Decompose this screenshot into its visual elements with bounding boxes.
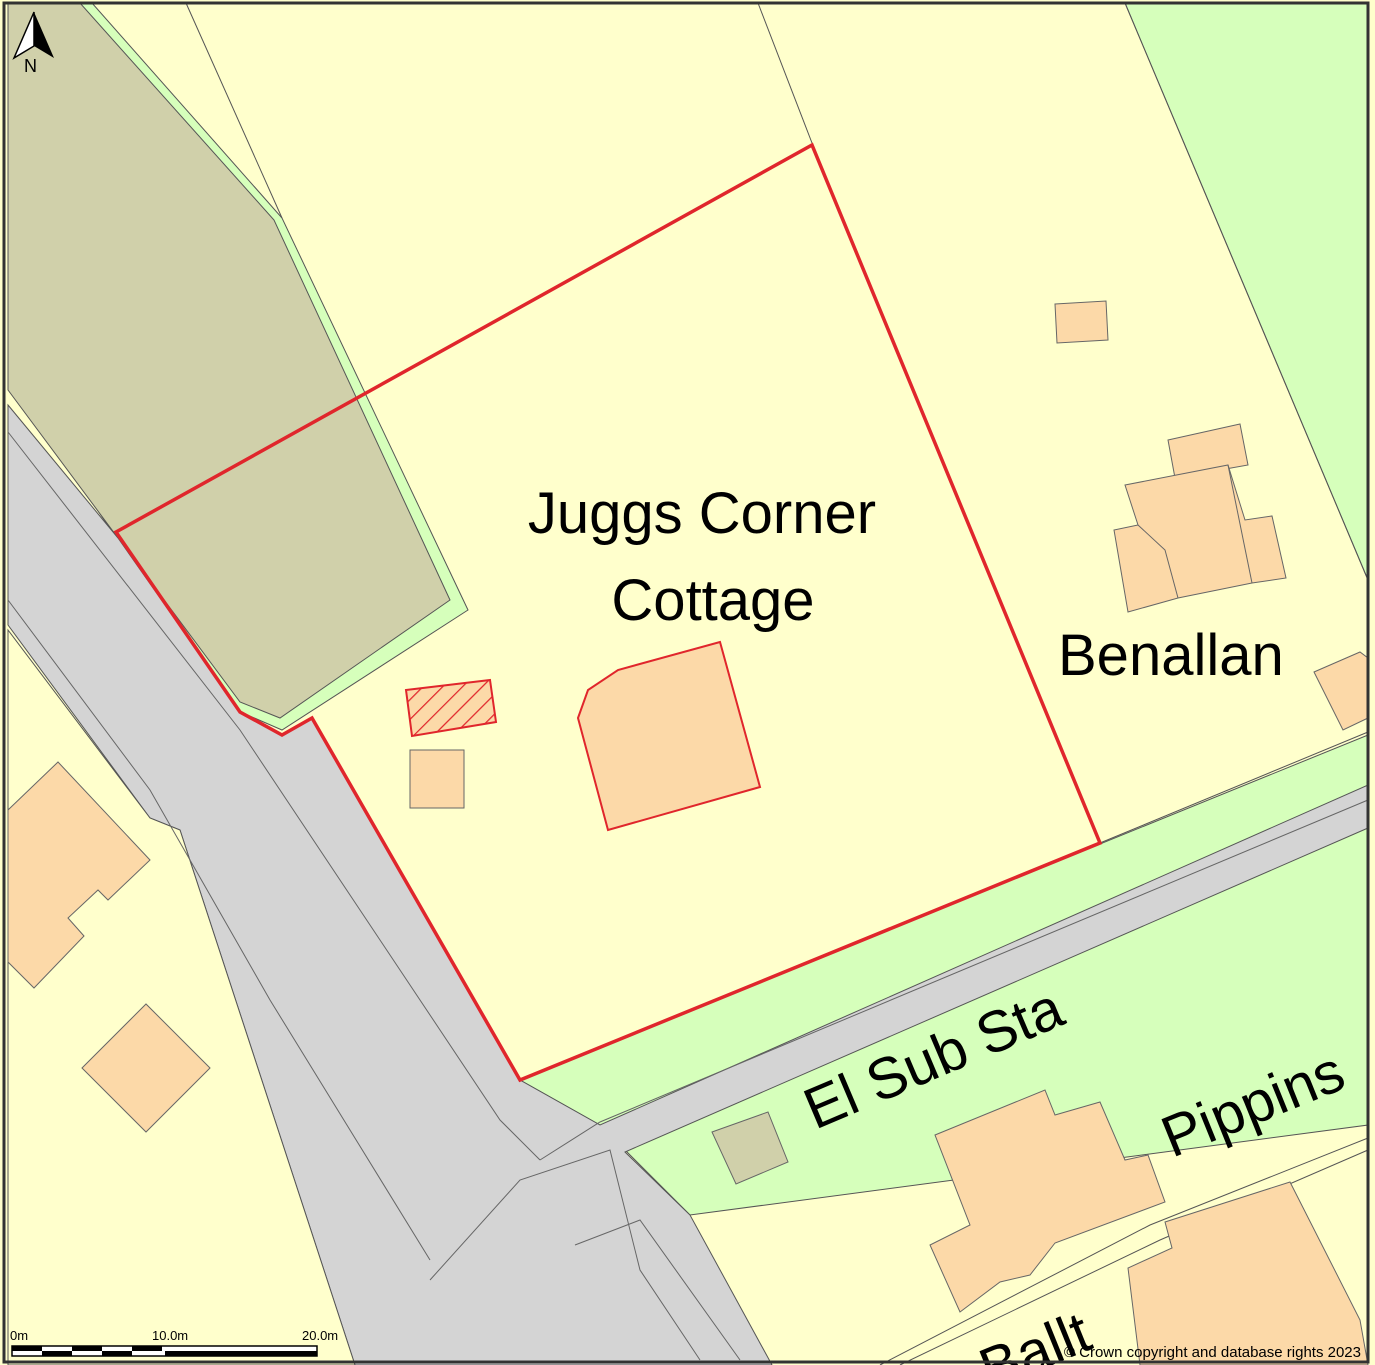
scale-tick-20: 20.0m	[302, 1328, 338, 1343]
plot-boundary-line	[1124, 2, 1369, 581]
building	[1127, 1181, 1369, 1365]
scale-bar: 0m 10.0m 20.0m	[10, 1328, 338, 1357]
road-edge-line	[429, 1149, 701, 1361]
outbuilding	[409, 749, 465, 809]
scale-tick-10: 10.0m	[152, 1328, 188, 1343]
building	[81, 1003, 211, 1133]
road-edge-line	[7, 431, 541, 1161]
building	[1054, 300, 1109, 344]
site-boundary[interactable]	[113, 142, 1103, 1083]
site-label-line1: Juggs Corner	[528, 481, 876, 546]
plot-boundary-line	[899, 1149, 1369, 1365]
scale-tick-0: 0m	[10, 1328, 28, 1343]
road-edge-line	[539, 799, 1369, 1161]
plot-boundary-line	[185, 2, 283, 219]
building	[929, 1089, 1166, 1313]
road-edge-line	[574, 1219, 741, 1361]
building	[7, 761, 151, 989]
north-arrow-icon: N	[12, 11, 54, 76]
road-edge-line	[7, 599, 431, 1261]
copyright-notice: © Crown copyright and database rights 20…	[1064, 1344, 1361, 1361]
building-outline	[1227, 464, 1253, 584]
hatched-outbuilding	[404, 678, 498, 738]
north-letter: N	[24, 56, 37, 76]
plot-boundary-line	[1099, 731, 1369, 844]
plot-boundary-line	[879, 1137, 1369, 1365]
site-label-line2: Cottage	[611, 568, 814, 633]
cottage-building	[576, 640, 762, 832]
substation-building	[711, 1111, 789, 1185]
plot-boundary-line	[757, 2, 813, 144]
benallan-label: Benallan	[1058, 623, 1284, 688]
building-outline	[1137, 524, 1179, 599]
